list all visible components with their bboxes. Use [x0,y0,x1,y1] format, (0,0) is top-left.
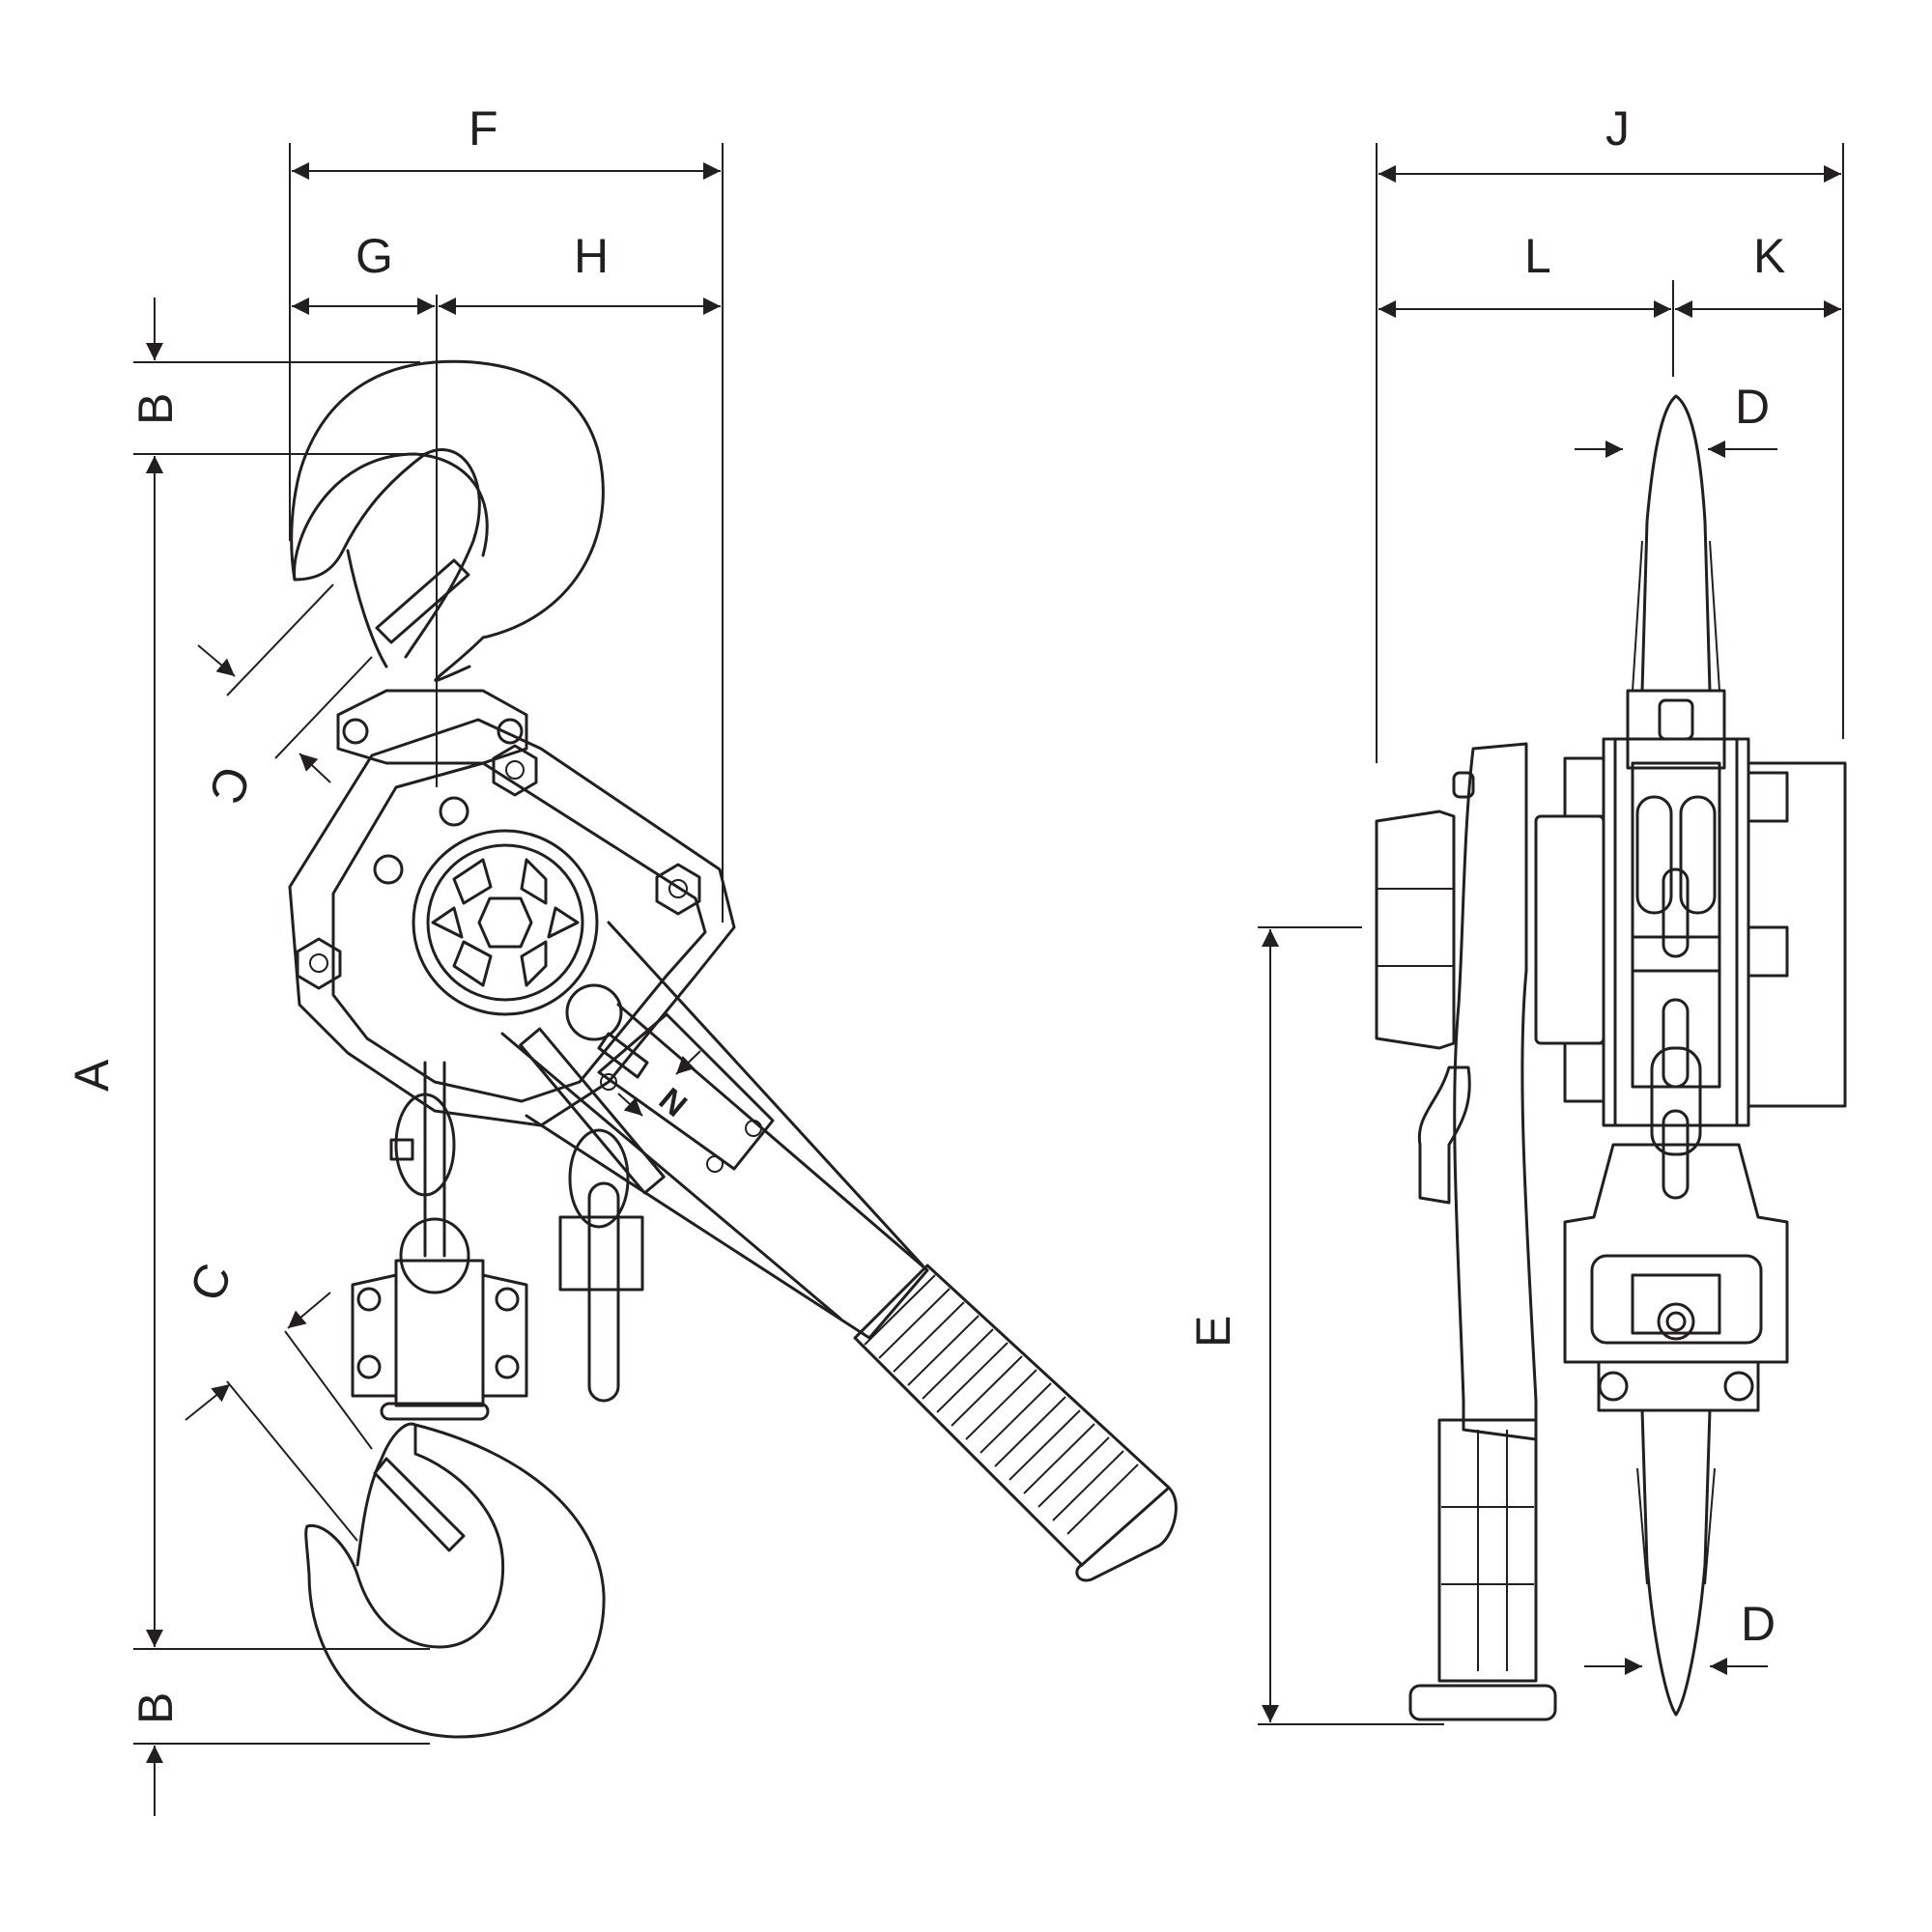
label-N: N [652,1081,694,1124]
bottom-block [351,1259,528,1421]
label-C-bottom: C [180,1257,242,1308]
label-L: L [1524,229,1551,283]
label-E: E [1186,1316,1240,1348]
label-D-bottom: D [1741,1597,1776,1651]
label-B-bottom: B [128,1692,183,1724]
label-D-top: D [1735,380,1770,434]
bottom-hook-side [1640,1408,1712,1717]
bottom-hook [304,1422,606,1739]
label-C-top: C [198,759,261,810]
front-view: N [288,295,1178,1739]
hoist-body [288,718,736,1127]
load-chain [389,1061,470,1294]
label-H: H [574,229,609,283]
grip-ribs [864,1274,1139,1535]
label-B-top: B [128,393,183,425]
label-A: A [65,1059,119,1092]
free-chain [558,1128,644,1403]
label-G: G [355,229,393,283]
top-hook [290,359,605,682]
label-K: K [1753,229,1785,283]
top-hook-side [1640,394,1712,693]
label-J: J [1605,101,1630,156]
lever-handle: N [500,921,1178,1582]
front-dimensions: F G H B A B C C [65,101,724,1816]
top-clevis [336,689,528,765]
label-F: F [469,101,498,156]
side-dimensions: J L K D D E [1186,101,1844,1725]
side-view [1375,394,1847,1721]
